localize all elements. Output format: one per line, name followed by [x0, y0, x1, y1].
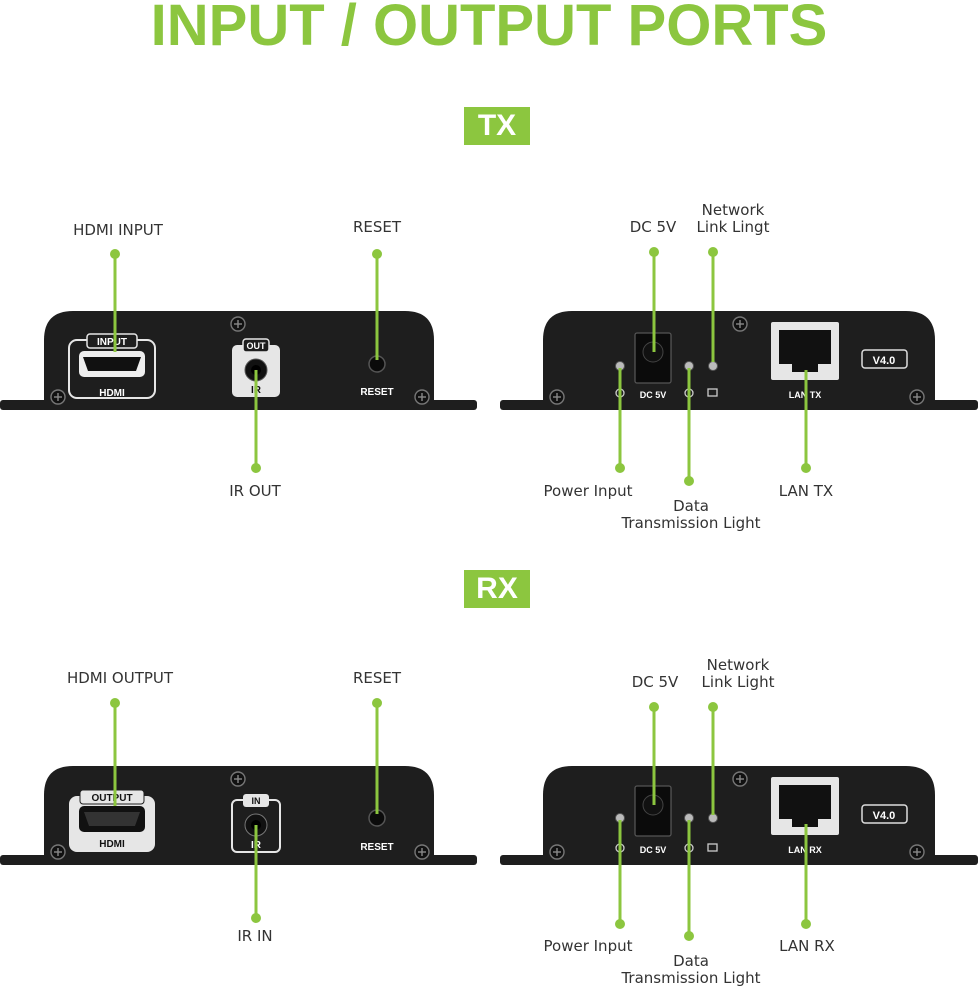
tx-network-label: Network Link Lingt [696, 201, 770, 236]
tx-hdmi-label: HDMI INPUT [73, 221, 163, 239]
rx-dc-text: DC 5V [640, 845, 667, 855]
callout-dot [801, 919, 811, 929]
callout-dot [372, 249, 382, 259]
screw-icon [230, 316, 246, 332]
network-symbol-icon [707, 388, 718, 397]
callout-dot [372, 698, 382, 708]
screw-icon [909, 844, 925, 860]
callout-dot [615, 919, 625, 929]
tx-dc-label: DC 5V [629, 218, 677, 236]
rx-version-box [861, 804, 908, 824]
screw-icon [732, 771, 748, 787]
network-led-icon [708, 361, 718, 371]
rx-data-label: Data Transmission Light [621, 952, 761, 987]
callout-lines [110, 247, 811, 941]
rx-rear-device: DC 5V LAN RX V4.0 [500, 766, 978, 865]
callout-dot [708, 247, 718, 257]
callout-dot [251, 913, 261, 923]
callout-dot [615, 463, 625, 473]
screw-icon [50, 389, 66, 405]
tx-hdmi-bottom-text: HDMI [99, 388, 125, 399]
rx-hdmi-label: HDMI OUTPUT [66, 669, 174, 687]
rx-hdmi-bottom-text: HDMI [99, 839, 125, 850]
tx-version-text: V4.0 [873, 355, 896, 367]
callout-dot [649, 247, 659, 257]
callout-dot [684, 931, 694, 941]
rx-reset-label: RESET [352, 669, 402, 687]
tx-rear-device: DC 5V LAN TX V4.0 [500, 311, 978, 410]
rx-front-device: OUTPUT HDMI IN IR RESET [0, 766, 477, 865]
callout-dot [110, 249, 120, 259]
callout-dot [251, 463, 261, 473]
tx-lan-label: LAN TX [778, 482, 834, 500]
tx-badge: TX [464, 107, 530, 145]
screw-icon [732, 316, 748, 332]
rx-version-text: V4.0 [873, 810, 896, 822]
rx-hdmi-top-text: OUTPUT [91, 793, 132, 804]
callout-dot [801, 463, 811, 473]
rx-hdmi-port: OUTPUT HDMI [69, 789, 155, 852]
screw-icon [230, 771, 246, 787]
rx-ir-top-text: IN [252, 796, 261, 806]
rx-reset-text: RESET [360, 842, 393, 853]
rx-ir-label: IR IN [237, 927, 273, 945]
callout-dot [684, 476, 694, 486]
tx-front-device: INPUT HDMI OUT IR RESET [0, 311, 477, 410]
tx-reset-text: RESET [360, 387, 393, 398]
callout-dot [708, 702, 718, 712]
page-title: INPUT / OUTPUT PORTS [150, 0, 828, 58]
tx-ir-top-text: OUT [247, 341, 267, 351]
screw-icon [414, 389, 430, 405]
screw-icon [549, 844, 565, 860]
tx-ir-label: IR OUT [229, 482, 281, 500]
rx-lan-label: LAN RX [779, 937, 835, 955]
screw-icon [50, 844, 66, 860]
screw-icon [414, 844, 430, 860]
rx-dc-label: DC 5V [631, 673, 679, 691]
screw-icon [549, 389, 565, 405]
callout-dot [649, 702, 659, 712]
tx-data-label: Data Transmission Light [621, 497, 761, 532]
tx-reset-label: RESET [352, 218, 402, 236]
callout-dot [110, 698, 120, 708]
tx-version-box [861, 349, 908, 369]
tx-hdmi-top-text: INPUT [97, 337, 127, 348]
screw-icon [909, 389, 925, 405]
tx-hdmi-port: INPUT HDMI [68, 333, 156, 399]
tx-dc-text: DC 5V [640, 390, 667, 400]
rx-power-label: Power Input [543, 937, 633, 955]
network-symbol-icon [707, 843, 718, 852]
tx-power-label: Power Input [543, 482, 633, 500]
rx-network-label: Network Link Light [701, 656, 775, 691]
rx-badge: RX [464, 570, 530, 608]
